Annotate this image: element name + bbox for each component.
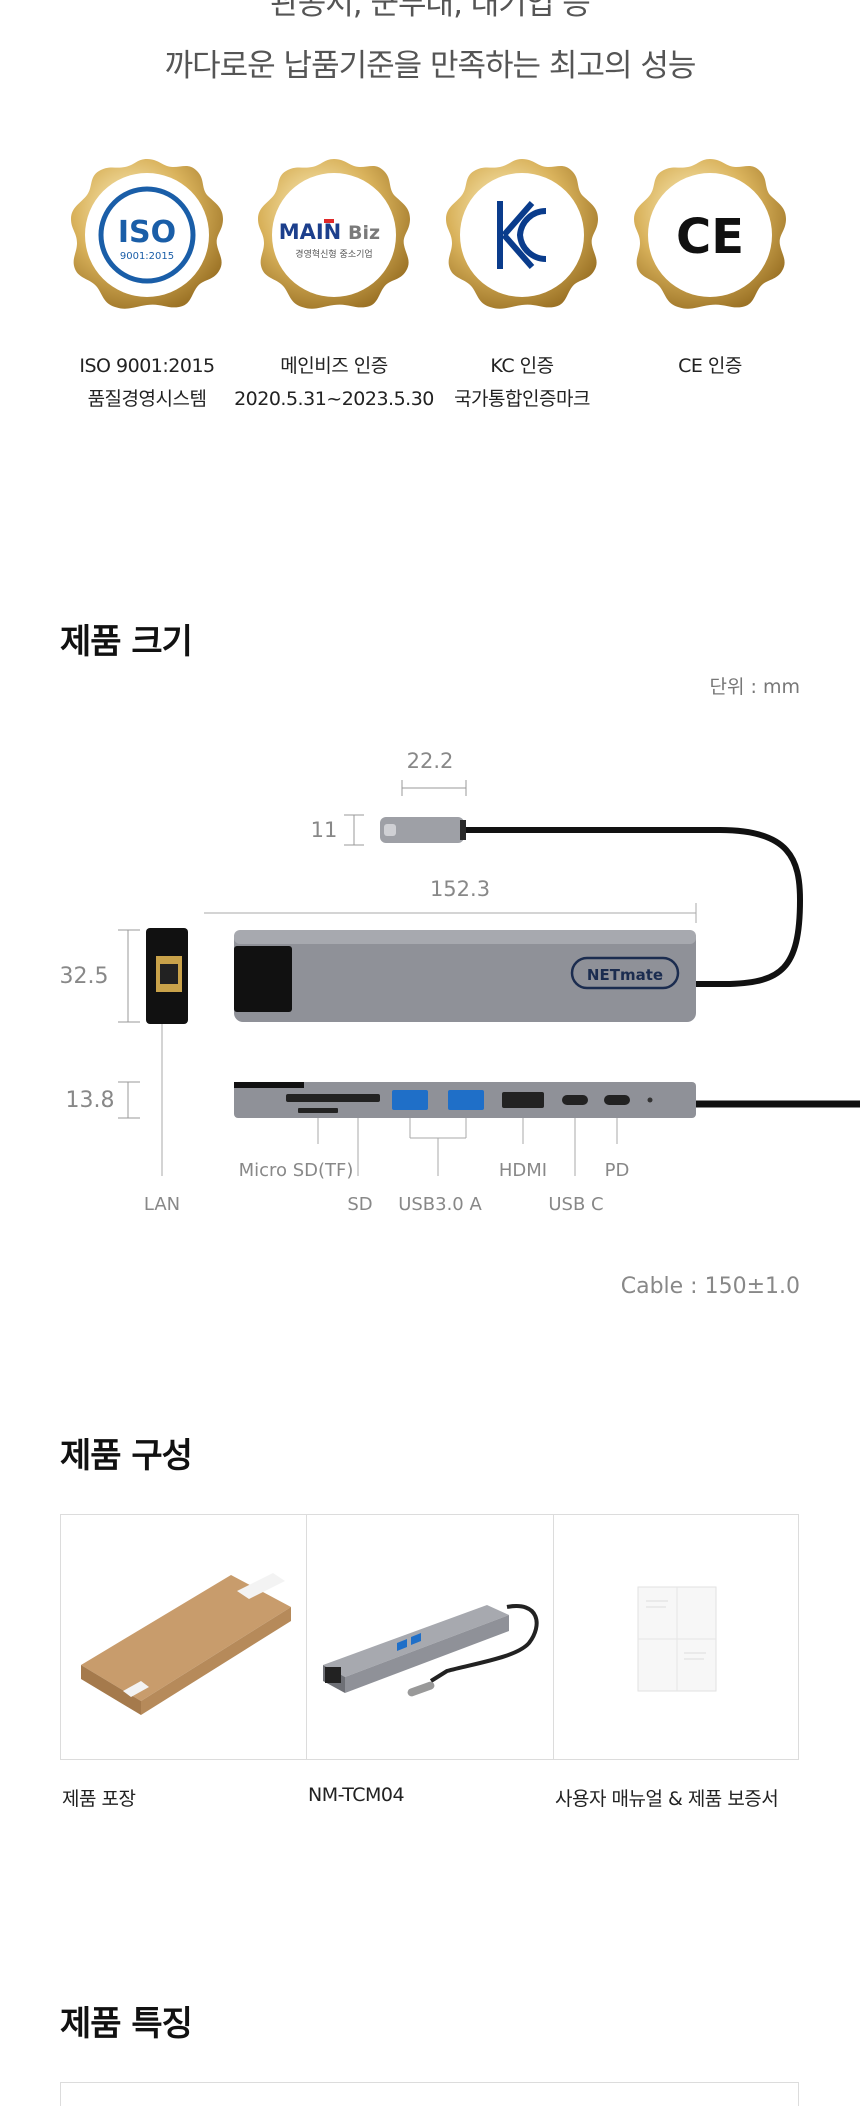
dim-body-height: 32.5 xyxy=(60,964,109,989)
mainbiz-badge-biz: Biz xyxy=(348,222,380,244)
features-box xyxy=(60,2082,799,2106)
cert-caption-ce: CE 인증 xyxy=(600,350,820,383)
label-hdmi: HDMI xyxy=(499,1160,547,1181)
iso-badge-sub: 9001:2015 xyxy=(120,251,174,262)
component-label-hub: NM-TCM04 xyxy=(308,1784,405,1806)
features-section-title: 제품 특징 xyxy=(60,2004,193,2044)
dim-connector-length: 22.2 xyxy=(407,749,454,773)
lan-port-top xyxy=(234,946,292,1012)
components-grid xyxy=(60,1514,799,1760)
ce-badge-text: CE xyxy=(676,209,744,265)
cert-caption-kc: KC 인증 국가통합인증마크 xyxy=(412,350,632,416)
cert-caption-line2: 국가통합인증마크 xyxy=(454,388,590,410)
unit-note: 단위 : mm xyxy=(709,676,800,698)
iso-badge-text: ISO xyxy=(118,215,176,250)
component-cell-manual xyxy=(554,1515,800,1759)
size-section-title: 제품 크기 xyxy=(60,622,193,662)
component-label-manual: 사용자 매뉴얼 & 제품 보증서 xyxy=(555,1788,779,1810)
cert-caption-mainbiz: 메인비즈 인증 2020.5.31~2023.5.30 xyxy=(224,350,444,416)
mainbiz-badge-main: MAIN xyxy=(279,220,342,244)
cable-length-note: Cable : 150±1.0 xyxy=(620,1274,800,1299)
cert-caption-line2: 품질경영시스템 xyxy=(87,388,207,410)
components-section-title: 제품 구성 xyxy=(60,1436,193,1476)
mainbiz-badge-sub: 경영혁신형 중소기업 xyxy=(295,248,372,260)
component-cell-package xyxy=(61,1515,308,1759)
usb-c-connector xyxy=(380,817,464,843)
brand-logo-text: NETmate xyxy=(587,966,663,984)
cable xyxy=(460,827,804,987)
dimension-diagram: 22.2 11 152.3 NETmate 32.5 13.8 xyxy=(60,749,860,1215)
hdmi-port xyxy=(502,1092,544,1108)
dim-side-height: 13.8 xyxy=(66,1088,115,1113)
cert-caption-iso: ISO 9001:2015 품질경영시스템 xyxy=(37,350,257,416)
label-micro-sd: Micro SD(TF) xyxy=(239,1160,354,1181)
dim-body-length: 152.3 xyxy=(430,877,490,901)
usb-c-port xyxy=(562,1095,588,1105)
cert-caption-line1: ISO 9001:2015 xyxy=(79,355,215,377)
cert-caption-line1: 메인비즈 인증 xyxy=(280,355,388,377)
package-box-image xyxy=(81,1573,291,1715)
cert-caption-line1: KC 인증 xyxy=(490,355,554,377)
hub-product-image xyxy=(323,1604,539,1697)
label-usb-c: USB C xyxy=(548,1194,603,1215)
label-sd: SD xyxy=(347,1194,372,1215)
label-pd: PD xyxy=(605,1160,630,1181)
manual-booklet-image xyxy=(637,1586,717,1692)
component-label-package: 제품 포장 xyxy=(62,1788,136,1810)
component-cell-hub xyxy=(307,1515,554,1759)
kc-mark-icon xyxy=(497,201,547,269)
label-usb3: USB3.0 A xyxy=(398,1194,482,1215)
iso-badge: ISO 9001:2015 xyxy=(67,155,227,315)
label-lan: LAN xyxy=(144,1194,180,1215)
usb3-port-1 xyxy=(392,1090,428,1110)
intro-line-2: 까다로운 납품기준을 만족하는 최고의 성능 xyxy=(164,48,697,84)
cert-caption-line2: 2020.5.31~2023.5.30 xyxy=(234,388,434,410)
netmate-logo xyxy=(570,956,680,990)
hub-body xyxy=(234,930,696,1022)
pd-port xyxy=(604,1095,630,1105)
usb3-port-2 xyxy=(448,1090,484,1110)
mainbiz-badge: MAIN Biz 경영혁신형 중소기업 xyxy=(254,155,414,315)
micro-sd-slot xyxy=(298,1108,338,1113)
sd-slot xyxy=(286,1094,380,1102)
kc-badge xyxy=(442,155,602,315)
cert-caption-line1: CE 인증 xyxy=(678,355,742,377)
intro-line-1: 관공서, 군부대, 대기업 등 xyxy=(270,0,590,22)
dim-connector-height: 11 xyxy=(311,818,338,842)
ce-badge: CE xyxy=(630,155,790,315)
